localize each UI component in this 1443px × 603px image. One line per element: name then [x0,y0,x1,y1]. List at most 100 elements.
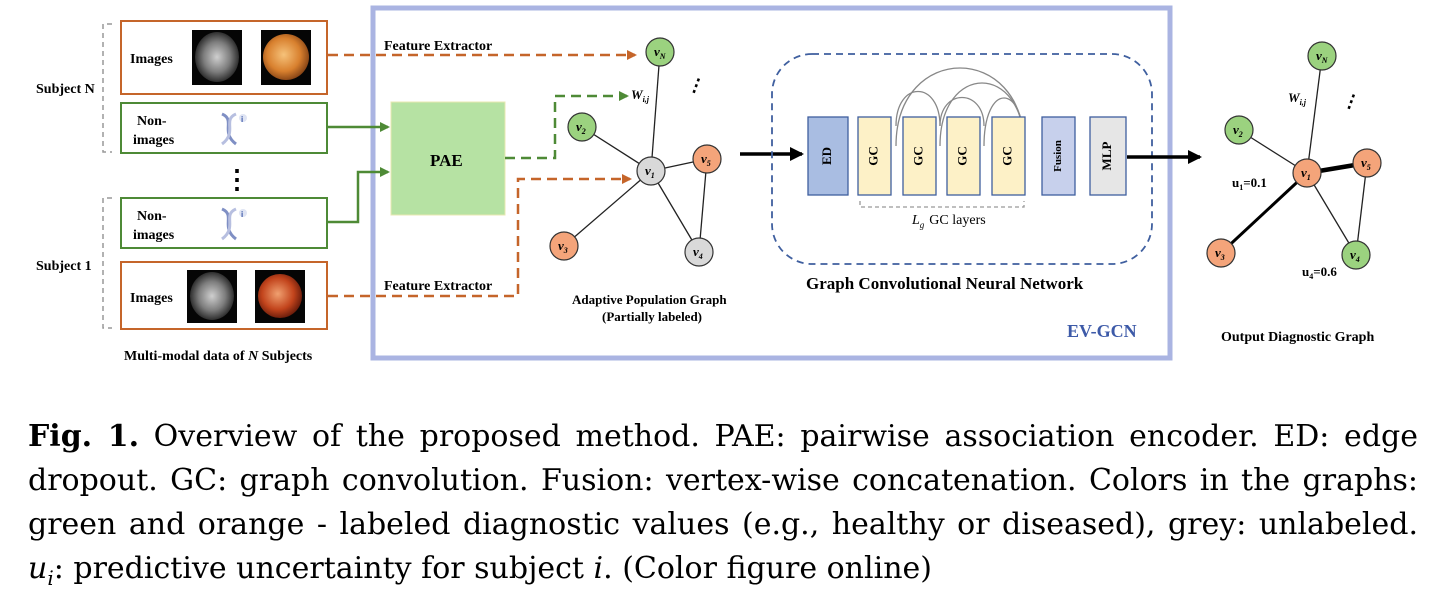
graph-edge [650,170,700,253]
dna-info-icon: i [221,207,247,241]
edge-weight-label: Wi,j [1288,90,1307,107]
more-nodes-ellipsis: ⋮ [1340,89,1364,114]
pae-block [390,101,506,216]
node-label: v2 [1233,122,1243,139]
graph-edge [1306,172,1357,256]
subject-n-nonimages-line1: Non- [137,114,167,129]
gcn-block-gc: GC [857,116,892,196]
graph-edge [1355,162,1368,256]
gcn-block-gc: GC [946,116,981,196]
output-diagnostic-graph: Wi,j ⋮ u1=0.1 u4=0.6 vN v2 v1 v5 v3 v4 [1206,41,1382,281]
node-label: v1 [645,163,655,180]
graph-node-vN: vN [645,37,675,67]
population-graph-title-line1: Adaptive Population Graph [572,292,727,307]
graph-edge [650,51,661,172]
pae-label: PAE [430,151,463,170]
gcn-block-label: GC [910,146,925,166]
graph-node-v1: v1 [1292,158,1322,188]
node-label: v5 [1361,155,1371,172]
ev-gcn-label: EV-GCN [1067,321,1137,341]
vertical-ellipsis: ⋮ [224,165,250,194]
graph-node-vN: vN [1307,41,1337,71]
graph-node-v2: v2 [567,112,597,142]
input-section: Subject N Subject 1 Images Non- images i… [36,20,328,364]
svg-text:i: i [241,210,243,219]
dna-info-icon: i [221,112,247,146]
gcn-dashed-container [771,53,1153,265]
subject-n-label: Subject N [36,82,95,97]
ev-gcn-framework-box [370,5,1173,361]
gcn-block-label: GC [865,146,880,166]
caption-text: : predictive uncertainty for subject [53,551,594,586]
subject-1-nonimages-box [120,197,328,249]
subject-1-nonimages-line1: Non- [137,209,167,224]
node-label: vN [654,44,667,61]
gcn-block-ed: ED [807,116,849,196]
node-label: v3 [558,238,568,255]
more-nodes-ellipsis: ⋮ [685,73,709,98]
node-label: v1 [1301,165,1311,182]
retina-fundus-image-disc [263,34,309,80]
subject-n-bracket [102,23,112,153]
node-label: vN [1316,48,1329,65]
feature-extractor-label-top: Feature Extractor [384,39,492,54]
graph-node-v4: v4 [684,237,714,267]
gcn-block-fusion: Fusion [1041,116,1076,196]
edge-weight-label: Wi,j [631,87,650,104]
node-label: v2 [576,119,586,136]
pae-to-graph-arrow [505,91,629,160]
gcn-block-label: Fusion [1052,140,1064,172]
subject-1-images-label: Images [130,291,173,306]
u4-uncertainty-label: u4=0.6 [1302,264,1337,281]
figure-label: Fig. 1. [28,419,140,454]
feature-extractor-arrow-bottom [328,174,632,298]
brain-mri-image-tissue [195,32,239,82]
retina-fundus-image-disc [258,274,302,318]
nonimage-to-pae-arrow-1 [328,167,390,224]
gcn-block-mlp: MLP [1089,116,1127,196]
brain-mri-image-tissue [190,272,234,320]
caption-text: . (Color figure online) [603,551,932,586]
gcn-block-label: ED [819,147,834,165]
gc-layers-brace [859,201,1025,208]
population-graph-title-line2: (Partially labeled) [602,309,702,324]
gcn-block-label: GC [954,146,969,166]
subject-n-nonimages-line2: images [133,133,175,148]
graph-node-v1: v1 [636,156,666,186]
node-label: v5 [701,151,711,168]
gcn-block-label: GC [999,146,1014,166]
gcn-title: Graph Convolutional Neural Network [806,274,1084,293]
caption-math-i: i [593,551,604,586]
node-label: v3 [1215,245,1225,262]
gcn-block-gc: GC [902,116,937,196]
graph-edge [1219,171,1309,255]
caption-text: Overview of the proposed method. PAE: pa… [28,419,1418,542]
graph-node-v5: v5 [692,144,722,174]
node-label: v4 [1350,247,1360,264]
graph-node-v4: v4 [1341,240,1371,270]
graph-node-v3: v3 [549,231,579,261]
gcn-block-gc: GC [991,116,1026,196]
gcn-blocks: ED GC GC GC GC Fusion MLP [807,116,1127,196]
figure-caption: Fig. 1. Overview of the proposed method.… [28,415,1418,600]
feature-extractor-label-bottom: Feature Extractor [384,279,492,294]
subject-1-nonimages-line2: images [133,228,175,243]
gcn-block-label: MLP [1099,142,1114,171]
gc-skip-connections [895,67,1025,147]
subject-1-label: Subject 1 [36,259,92,274]
graph-node-v3: v3 [1206,238,1236,268]
method-overview-figure: Subject N Subject 1 Images Non- images i… [36,5,1382,364]
caption-math-u: u [28,551,48,586]
input-caption: Multi-modal data of N Subjects [124,349,313,364]
adaptive-population-graph: Wi,j ⋮ vN v2 v1 v5 v3 v4 [549,37,722,267]
graph-edge [563,170,652,247]
output-graph-title: Output Diagnostic Graph [1221,330,1374,345]
svg-text:i: i [241,115,243,124]
u1-uncertainty-label: u1=0.1 [1232,175,1267,192]
graph-node-v2: v2 [1224,115,1254,145]
subject-n-images-label: Images [130,52,173,67]
subject-n-nonimages-box [120,102,328,154]
node-label: v4 [693,244,703,261]
subject-1-bracket [102,197,112,329]
